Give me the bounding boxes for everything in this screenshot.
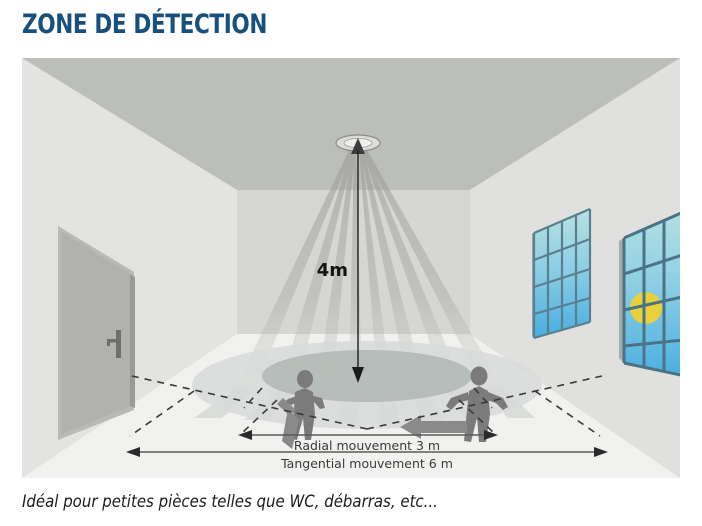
window-far-mullions [532, 207, 592, 340]
radial-movement-arrow [277, 398, 299, 449]
height-label: 4m [317, 260, 348, 281]
person-right-body [464, 386, 490, 442]
dash-right-radial [473, 387, 493, 409]
beam-3 [317, 150, 355, 389]
height-measure: 4m [317, 150, 364, 383]
beam-6 [360, 150, 425, 389]
ceiling-surface [22, 58, 680, 190]
tangential-dimension-arrow-left [126, 447, 140, 457]
radial-zone-ellipse [262, 350, 472, 402]
person-right-head [470, 366, 488, 386]
radial-dimension: Radial mouvement 3 m [238, 430, 498, 453]
height-measure-arrowhead [352, 367, 364, 383]
tangential-arrow-shaft [420, 421, 467, 433]
page-title: ZONE DE DÉTECTION [22, 9, 268, 40]
projection-dashed-edges [129, 390, 601, 437]
radial-arrow-shaft [282, 409, 299, 449]
ceiling-sensor[interactable] [335, 134, 381, 154]
radial-dimension-arrow-right [484, 430, 498, 440]
beam-5 [359, 150, 391, 389]
door-left-wall [58, 226, 135, 440]
person-right-arm-front [446, 392, 469, 410]
beam-7 [362, 150, 464, 389]
radial-dimension-label: Radial mouvement 3 m [294, 438, 440, 453]
tangential-dimension-label: Tangential mouvement 6 m [280, 456, 453, 471]
tangential-arrow-head [400, 415, 421, 439]
dash-edge-right-outer [534, 390, 601, 437]
tangential-dimension-arrow-right [594, 447, 608, 457]
person-tangential-movement [446, 366, 508, 442]
person-left-head [297, 370, 313, 388]
illustration-panel: 4m [22, 58, 680, 478]
person-right-arm-back [487, 392, 508, 410]
dash-left-radial [243, 387, 263, 409]
sensor-body [351, 138, 365, 154]
beam-1 [235, 150, 353, 389]
dash-edge-left-outer [129, 390, 195, 437]
door-edge [130, 274, 135, 408]
radial-dimension-arrow-left [238, 430, 252, 440]
door-leaf [62, 232, 130, 434]
radial-arrow-head [277, 398, 296, 416]
projection-dashed-lines [131, 375, 603, 430]
tangential-movement-arrow [400, 415, 467, 439]
dash-right-tangential [366, 375, 603, 430]
beam-2 [279, 150, 354, 389]
room-scene: 4m [22, 58, 680, 478]
detection-beam-cone [235, 150, 503, 389]
dash-edge-left-inner [241, 399, 278, 434]
beam-8 [363, 150, 503, 389]
window-near [619, 211, 680, 377]
person-left-arm-front [305, 394, 325, 409]
tangential-dimension: Tangential mouvement 6 m [126, 447, 608, 471]
page-caption: Idéal pour petites pièces telles que WC,… [22, 492, 438, 512]
window-near-mullions [622, 211, 680, 377]
beam-4 [349, 150, 362, 389]
door-handle-icon [107, 330, 121, 358]
dash-edge-right-inner [458, 399, 495, 434]
window-far [532, 207, 592, 340]
sun-icon [630, 292, 662, 324]
